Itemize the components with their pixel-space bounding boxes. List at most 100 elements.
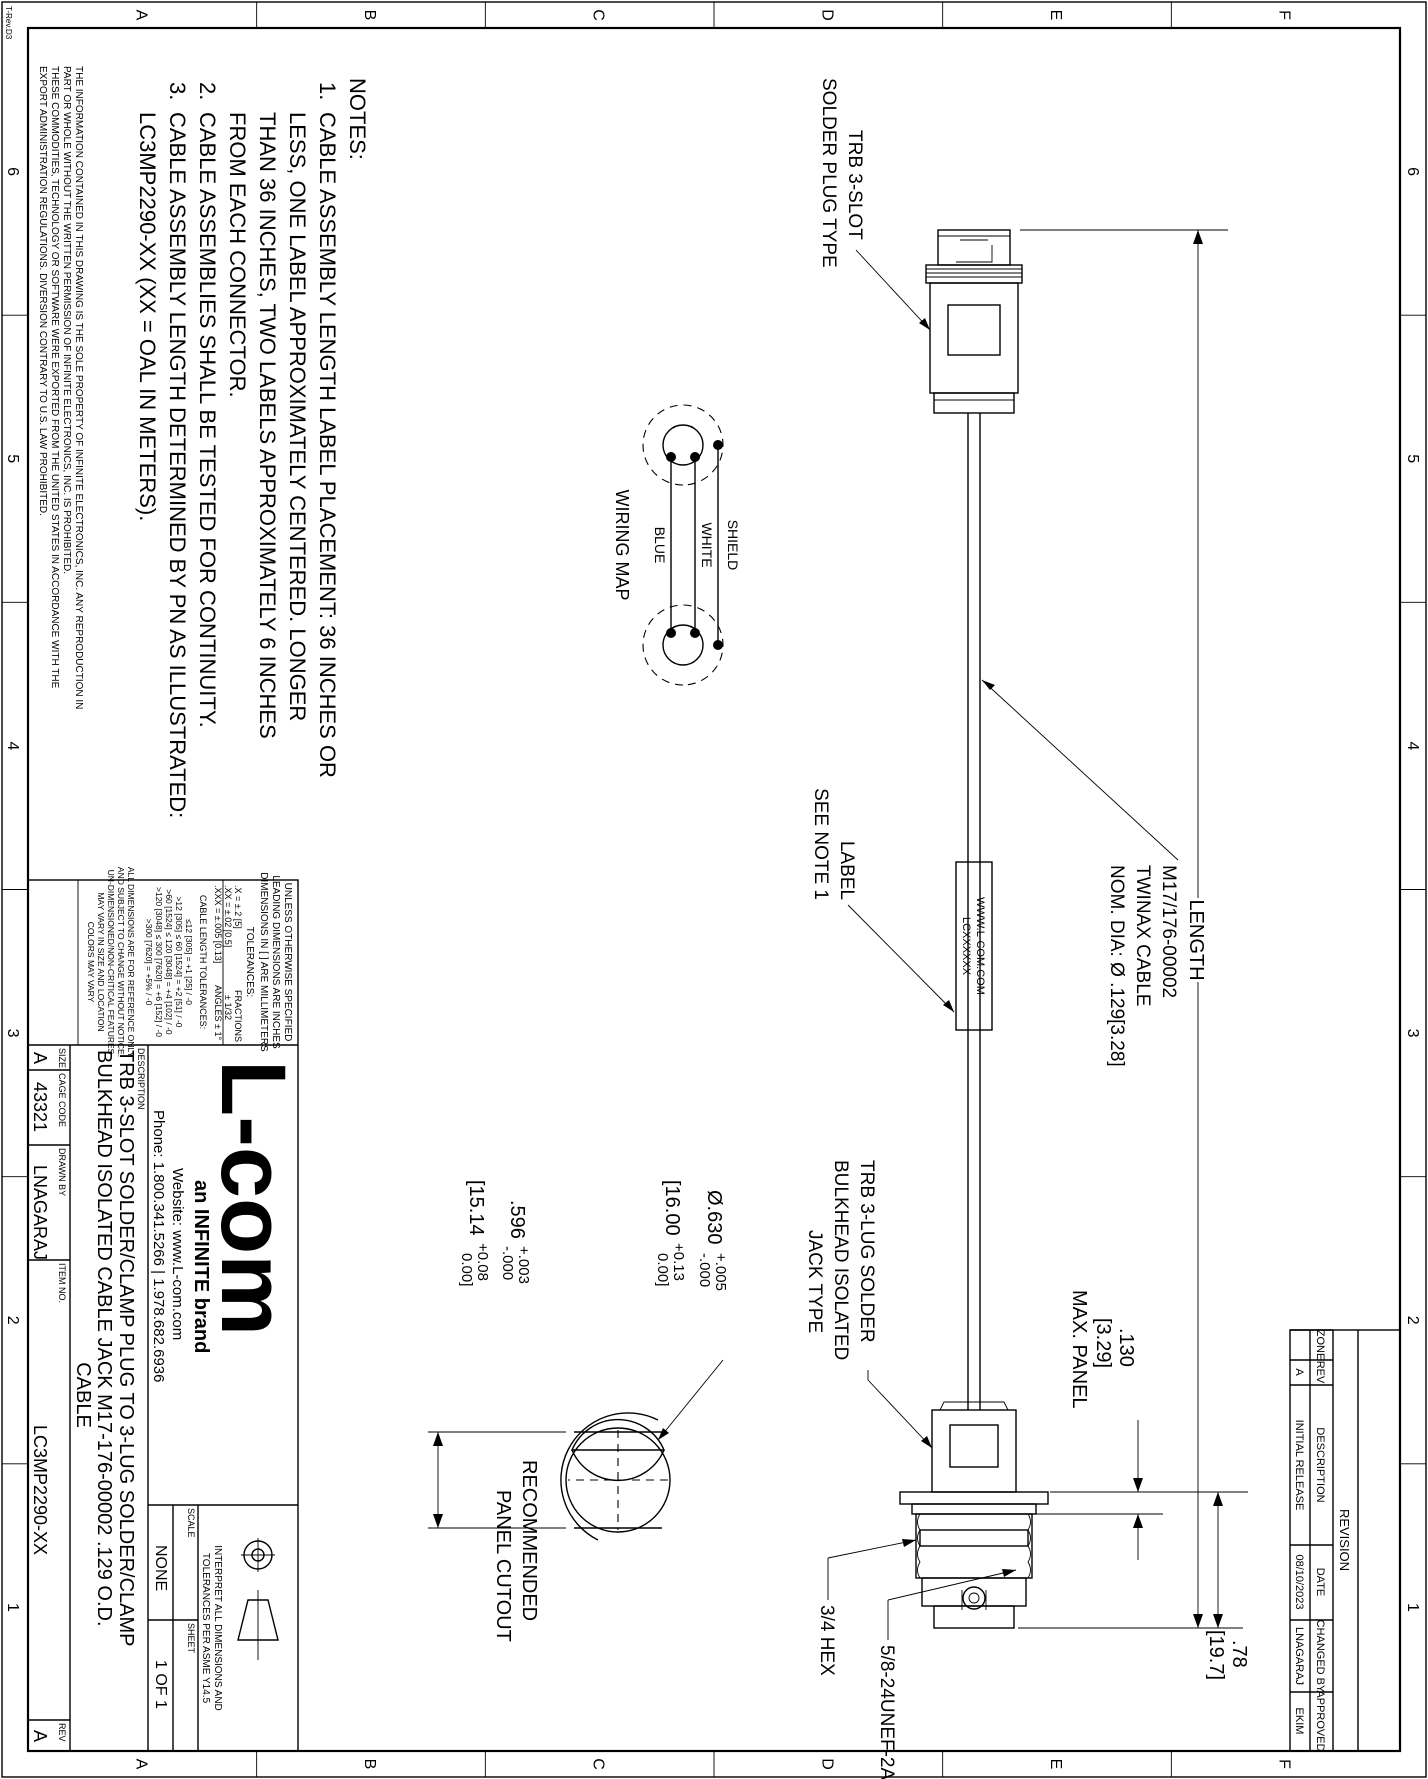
cable-label-line3: NOM. DIA: Ø .129[3.28] [1106,865,1127,1067]
rev-header-approved: APPROVED [1314,1690,1326,1751]
zone-row-label-left: E [1047,10,1064,21]
rev-value: A [30,1730,50,1742]
zone-col-label-bottom: 4 [4,741,21,750]
tol-header-2: LEADING DIMENSIONS ARE INCHES [270,875,281,1049]
wiring-title: WIRING MAP [612,490,632,601]
zone-row-label-left: A [132,10,149,21]
tol-header-1: UNLESS OTHERWISE SPECIFIED [282,883,293,1042]
drawn-label: DRAWN BY [57,1148,67,1196]
wiring-white: WHITE [699,522,715,567]
cutout-flat-tol-plus: +.003 [515,1246,532,1284]
zone-row-label-right: E [1047,1759,1064,1770]
note-1-line1: CABLE ASSEMBLY LENGTH LABEL PLACEMENT: 3… [315,112,340,778]
panel-cutout: RECOMMENDED PANEL CUTOUT [428,1359,724,1642]
zone-row-label-right: C [590,1758,607,1770]
label-text-web: WWW.L-COM.COM [974,897,986,995]
plug-label-line2: SOLDER PLUG TYPE [818,78,839,268]
zone-col-label-bottom: 1 [4,1603,21,1612]
tolerance-block: UNLESS OTHERWISE SPECIFIED LEADING DIMEN… [86,867,293,1058]
zone-col-label-bottom: 3 [4,1029,21,1038]
cutout-flat-dimension: .596 +.003 -.000 [15.14 +0.08 0.00] [458,1180,532,1286]
cutout-flat-inch: .596 [506,1200,528,1239]
label-callout-line2: SEE NOTE 1 [810,788,831,900]
cable-label-line2: TWINAX CABLE [1132,865,1153,1006]
sheet-value: 1 OF 1 [152,1660,169,1709]
plug-callout: TRB 3-SLOT SOLDER PLUG TYPE [818,78,931,331]
length-label: LENGTH [1185,899,1207,980]
cutout-flat-mm: [15.14 [465,1180,487,1236]
title-block [27,879,299,1752]
company-website: Website: www.L-com.com [169,1168,186,1340]
tol-xxx: .XXX = ±.005 [0.13] [213,885,223,963]
zone-col-label-top: 2 [1404,1316,1421,1325]
zone-row-label-right: D [818,1758,835,1770]
note-1-line3: THAN 36 INCHES, TWO LABELS APPROXIMATELY… [255,112,280,739]
tol-ref-5: COLORS MAY VARY [86,922,96,1003]
note-2-num: 2. [195,82,220,100]
size-value: A [30,1052,50,1064]
tol-header-3: DIMENSIONS IN [ ] ARE MILLIMETERS [258,872,269,1052]
thread-callout: 5/8-24UNEF-2A [876,1569,1017,1779]
revision-table: REVISION ZONE REV DESCRIPTION DATE CHANG… [1289,1329,1401,1752]
cutout-dia-mm-plus: +0.13 [670,1243,687,1281]
label-callout-line1: LABEL [836,841,857,900]
tol-ref-4: MAY VARY IN SIZE AND LOCATION [96,892,106,1031]
panel-dimension: .130 [3.29] MAX. PANEL [1036,1290,1163,1560]
company-phone: Phone: 1.800.341.5266 | 1.978.682.6936 [150,1110,167,1382]
rev-row-rev: A [1293,1368,1305,1376]
disclaimer-line1: THE INFORMATION CONTAINED IN THIS DRAWIN… [73,66,84,709]
cutout-dia-inch: Ø.630 [703,1190,725,1244]
jack-label-line2: BULKHEAD ISOLATED [830,1160,851,1360]
plug-label-line1: TRB 3-SLOT [844,130,865,240]
zone-row-label-left: B [361,10,378,21]
zone-row-label-right: F [1276,1759,1293,1769]
rev-header-zone: ZONE [1314,1330,1326,1361]
panel-label: MAX. PANEL [1068,1290,1090,1409]
zone-col-label-bottom: 2 [4,1316,21,1325]
rev-header-rev: REV [1314,1361,1326,1384]
logo-text: L-com [202,1060,304,1336]
zone-row-label-right: B [361,1759,378,1770]
scale-label: SCALE [186,1508,196,1538]
disclaimer-text: THE INFORMATION CONTAINED IN THIS DRAWIN… [37,66,84,709]
notes: NOTES: 1. CABLE ASSEMBLY LENGTH LABEL PL… [135,78,370,818]
cutout-dia-mm: [16.00 [661,1180,683,1236]
zone-col-label-top: 5 [1404,454,1421,463]
width-mm: [19.7] [1205,1630,1227,1680]
width-dimension: .78 [19.7] [1050,1491,1250,1680]
tol-fractions-title: FRACTIONS [233,990,243,1042]
sheet-label: SHEET [186,1623,196,1654]
disclaimer-line4: EXPORT ADMINISTRATION REGULATIONS. DIVER… [37,66,48,516]
zone-row-label-left: F [1276,10,1293,20]
cutout-diameter-dimension: Ø.630 +.005 -.000 [16.00 +0.13 0.00] [654,1180,729,1291]
cutout-dia-tol-minus: -.000 [696,1253,713,1287]
note-1-line2: LESS, ONE LABEL APPROXIMATELY CENTERED. … [285,112,310,721]
twinax-cable [967,426,981,1390]
tol-fractions: ± 1/32 [223,995,233,1020]
zone-col-label-top: 6 [1404,167,1421,176]
wiring-blue: BLUE [652,527,668,564]
note-3-num: 3. [165,82,190,100]
asme-block: INTERPRET ALL DIMENSIONS AND TOLERANCES … [152,1508,279,1711]
label-text-part: LCXXXXXX [960,917,972,976]
disclaimer-line3: THESE COMMODITIES, TECHNOLOGY OR SOFTWAR… [49,66,60,689]
notes-title: NOTES: [345,78,370,160]
cutout-flat-mm-minus: 0.00] [458,1253,475,1286]
tol-title: TOLERANCES: [244,927,255,997]
cable-callout: M17/176-00002 TWINAX CABLE NOM. DIA: Ø .… [981,679,1179,1067]
rev-header-date: DATE [1314,1568,1326,1597]
cage-value: 43321 [30,1082,50,1132]
zone-col-label-top: 3 [1404,1029,1421,1038]
note-1-line4: FROM EACH CONNECTOR. [225,112,250,398]
tol-cable-title: CABLE LENGTH TOLERANCES: [198,895,208,1029]
rev-label: REV [57,1723,67,1742]
drawn-value: LNAGARAJ [30,1165,50,1260]
tol-cable-1: ≤12 [305] = +1 [25] / -0 [184,919,194,1005]
tol-ref-2: AND SUBJECT TO CHANGE WITHOUT NOTICE. [116,867,126,1057]
logo-tagline: an INFINITE brand [190,1180,212,1353]
zone-col-label-top: 4 [1404,741,1421,750]
panel-mm: [3.29] [1092,1318,1114,1368]
